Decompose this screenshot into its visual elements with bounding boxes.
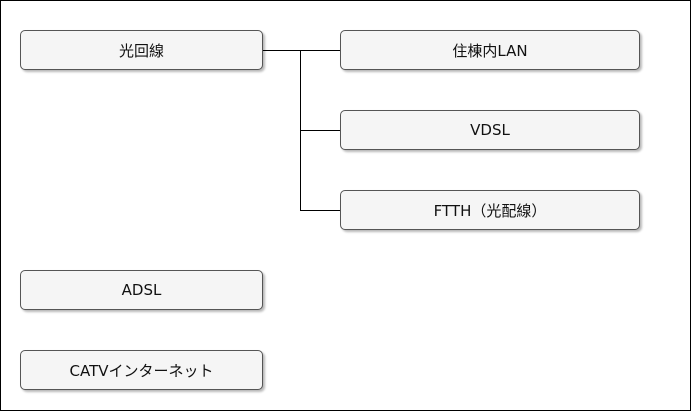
node-ftth: FTTH（光配線）	[340, 190, 640, 230]
node-adsl: ADSL	[20, 270, 263, 310]
node-hikari-kaisen: 光回線	[20, 30, 263, 70]
node-catv-internet: CATVインターネット	[20, 350, 263, 390]
node-label: FTTH（光配線）	[433, 201, 547, 220]
node-label: VDSL	[470, 121, 510, 139]
node-label: 住棟内LAN	[452, 41, 528, 60]
node-vdsl: VDSL	[340, 110, 640, 150]
node-jutaku-lan: 住棟内LAN	[340, 30, 640, 70]
node-label: CATVインターネット	[69, 361, 214, 380]
node-label: 光回線	[118, 41, 164, 60]
node-label: ADSL	[121, 281, 162, 299]
